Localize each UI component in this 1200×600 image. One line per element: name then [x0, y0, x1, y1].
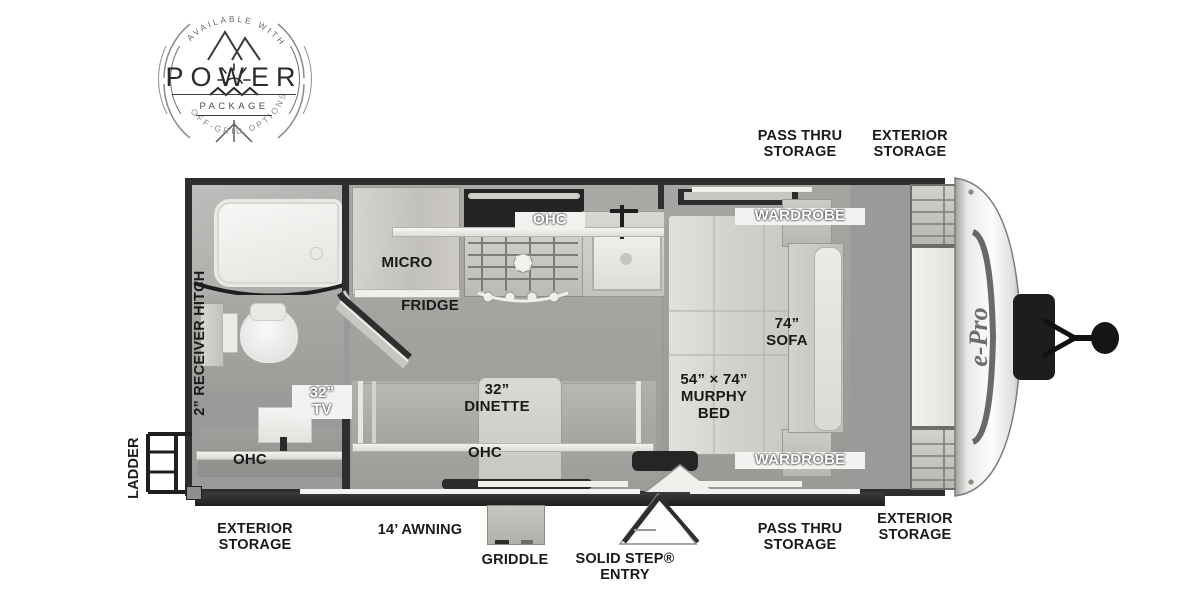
label-exterior-storage-rear: EXTERIOR STORAGE [217, 521, 293, 554]
badge-word-package: PACKAGE [199, 101, 269, 112]
label-ohc-rear: OHC [233, 451, 267, 468]
solid-step-entry-graphic [618, 492, 700, 545]
living-overhead-handle [684, 192, 792, 200]
label-sofa: 74” SOFA [766, 315, 808, 349]
cooktop-grates [468, 237, 578, 291]
label-exterior-storage-top: EXTERIOR STORAGE [872, 128, 948, 161]
ladder-graphic [146, 432, 192, 494]
label-murphy-bed: 54” × 74” MURPHY BED [680, 371, 748, 422]
dinette-rail-left-2 [372, 381, 376, 447]
power-package-badge: AVAILABLE WITH OFF-GRID OPTIONS POWER PA… [150, 2, 318, 162]
bathroom-mirror [222, 313, 238, 353]
label-wardrobe-top: WARDROBE [735, 207, 865, 225]
toilet-icon [240, 307, 298, 363]
griddle-leg-right [521, 540, 533, 544]
propane-battery-box [1013, 294, 1055, 380]
badge-artwork: AVAILABLE WITH OFF-GRID OPTIONS [163, 14, 305, 143]
rear-storage-door [186, 486, 202, 500]
fridge-door [335, 294, 412, 369]
label-solid-step-entry: SOLID STEP® ENTRY [575, 551, 675, 584]
kitchen-cabinet-handle [468, 193, 580, 199]
label-griddle: GRIDDLE [481, 552, 549, 568]
label-ohc-dinette: OHC [468, 444, 502, 461]
label-pass-thru-storage-bottom: PASS THRU STORAGE [757, 521, 843, 554]
badge-ring-mask-top [158, 2, 310, 46]
tv-mount [280, 437, 287, 451]
window-bottom-dinette [478, 481, 628, 487]
shower-pan [214, 199, 342, 287]
shower-drain-icon [310, 247, 323, 260]
label-fridge: FRIDGE [401, 297, 459, 314]
hitch-tongue [1043, 317, 1119, 359]
label-tv: 32” TV [292, 384, 352, 419]
awning-rail [300, 489, 640, 494]
badge-word-power: POWER [165, 62, 303, 92]
mountain-icon [207, 30, 261, 61]
chassis-rail-bottom [195, 492, 885, 506]
wall-bath-upper [342, 185, 349, 303]
front-nose-cap: e-Pro [910, 176, 1119, 498]
badge-bottom-arc-text: OFF-GRID OPTIONS [189, 90, 289, 136]
label-wardrobe-bottom: WARDROBE [735, 451, 865, 469]
label-micro: MICRO [381, 254, 433, 271]
label-exterior-storage-front-bottom: EXTERIOR STORAGE [877, 511, 953, 544]
griddle-leg-left [495, 540, 509, 544]
faucet-icon [610, 205, 638, 239]
epro-brand-text: e-Pro [964, 307, 993, 366]
wall-bath-lower [342, 385, 350, 491]
badge-bottom-rays [215, 120, 253, 143]
label-receiver-hitch: 2” RECEIVER HITCH [191, 270, 208, 416]
label-dinette: 32” DINETTE [464, 381, 530, 415]
nose-shell: e-Pro [954, 177, 1022, 497]
microwave-trim [354, 289, 460, 298]
griddle-box [487, 505, 545, 545]
microwave-cabinet [352, 187, 460, 295]
window-top-living [692, 187, 812, 192]
awning-rail-2 [690, 489, 860, 494]
label-ladder: LADDER [125, 437, 142, 499]
sink-drain-icon [620, 253, 632, 265]
stove-knobs [477, 291, 569, 303]
badge-top-arc-text: AVAILABLE WITH [185, 14, 288, 48]
sofa-seams [668, 215, 808, 455]
wall-living-upper [658, 185, 664, 209]
dinette-rail-left [358, 381, 363, 447]
dinette-rail-right [636, 381, 641, 447]
label-awning: 14’ AWNING [377, 522, 463, 538]
window-bottom-living [692, 481, 802, 487]
label-pass-thru-storage-top: PASS THRU STORAGE [757, 128, 843, 161]
sun-icon [217, 63, 251, 84]
label-ohc-kitchen: OHC [515, 211, 585, 229]
dinette-ohc-shelf [352, 443, 654, 452]
closet-mattress-panel [814, 247, 842, 431]
toilet-tank [250, 303, 286, 321]
bathroom-vanity [200, 303, 224, 367]
badge-divider-bottom [196, 115, 272, 117]
dinette-table [478, 377, 562, 491]
badge-divider-top [172, 94, 296, 96]
